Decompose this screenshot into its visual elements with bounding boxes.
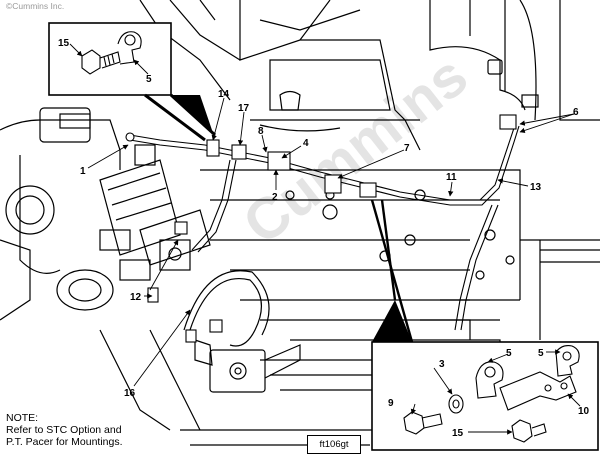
callout-14: 14	[218, 89, 230, 100]
callout-12: 12	[130, 292, 142, 303]
callout-3: 3	[439, 359, 445, 370]
note-line-2: P.T. Pacer for Mountings.	[6, 436, 123, 448]
note-heading: NOTE:	[6, 412, 39, 424]
callout-15-top: 15	[58, 38, 70, 49]
callout-15-bottom: 15	[452, 428, 464, 439]
callout-13: 13	[530, 182, 542, 193]
callout-5-bottom-b: 5	[538, 348, 544, 359]
callout-17: 17	[238, 103, 250, 114]
callout-4: 4	[303, 138, 309, 149]
callout-7: 7	[404, 143, 410, 154]
callout-5-top: 5	[146, 74, 152, 85]
callout-8: 8	[258, 126, 264, 137]
watermark-text: Cummins	[231, 43, 479, 257]
callout-6: 6	[573, 107, 579, 118]
callout-9: 9	[388, 398, 394, 409]
callout-16: 16	[124, 388, 136, 399]
leader-lines	[69, 43, 581, 435]
note-block: NOTE: Refer to STC Option and P.T. Pacer…	[6, 412, 123, 448]
copyright-text: ©Cummins Inc.	[6, 1, 65, 11]
callout-1: 1	[80, 166, 86, 177]
callout-10: 10	[578, 406, 590, 417]
note-line-1: Refer to STC Option and	[6, 424, 122, 436]
callout-11: 11	[446, 172, 457, 183]
inset-top-left	[48, 22, 217, 142]
figure-code: ft106gt	[307, 435, 361, 454]
callout-labels: 15 5 1 14 17 8 4 2 7 11 13 6 12 16 3 5 5…	[58, 38, 590, 439]
callout-2: 2	[272, 192, 278, 203]
callout-5-bottom-a: 5	[506, 348, 512, 359]
